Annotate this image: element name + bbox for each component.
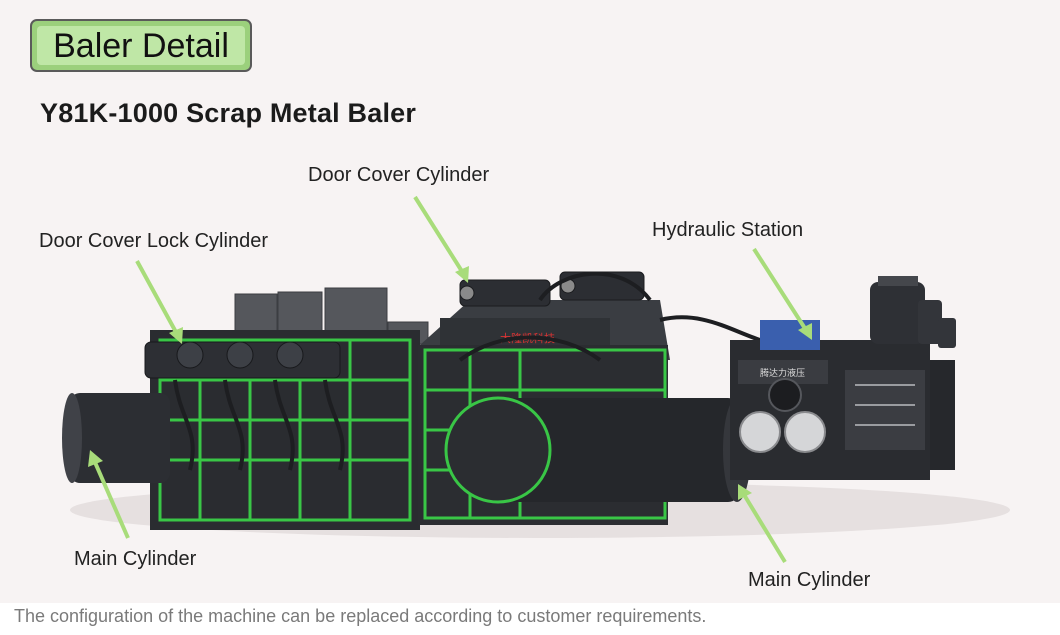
- callout-main-cylinder-left: Main Cylinder: [74, 548, 197, 570]
- page-title: Baler Detail: [53, 26, 229, 65]
- baler-machine-illustration: 大隆凯科技: [62, 195, 1010, 564]
- callout-main-cylinder-right: Main Cylinder: [748, 569, 871, 591]
- callout-hydraulic-station: Hydraulic Station: [652, 219, 804, 241]
- page-title-badge-inner: Baler Detail: [37, 26, 245, 65]
- page-title-badge: Baler Detail: [30, 19, 252, 72]
- svg-text:腾达力液压: 腾达力液压: [760, 367, 805, 378]
- configuration-note: The configuration of the machine can be …: [14, 606, 707, 626]
- callout-door-cover-cylinder: Door Cover Cylinder: [308, 164, 490, 186]
- photo-canvas: 大隆凯科技: [0, 0, 1060, 603]
- callout-door-cover-lock-cylinder: Door Cover Lock Cylinder: [39, 230, 268, 252]
- model-title: Y81K-1000 Scrap Metal Baler: [40, 98, 417, 128]
